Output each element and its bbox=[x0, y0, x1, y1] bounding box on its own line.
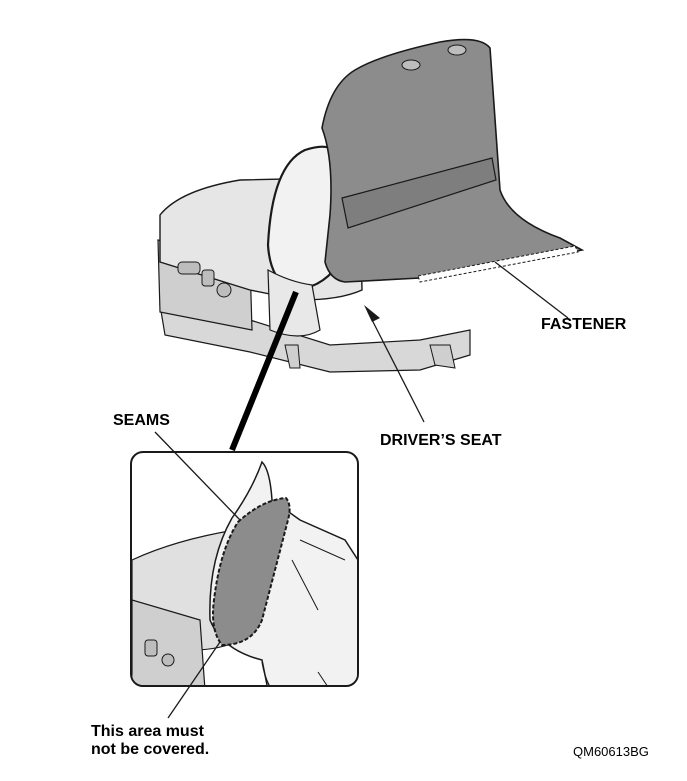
detail-side-panel bbox=[132, 599, 206, 685]
detail-back-line-2 bbox=[299, 539, 346, 561]
note-line-1: This area must bbox=[91, 723, 204, 740]
fastener-label: FASTENER bbox=[541, 316, 627, 333]
driver-seat bbox=[157, 145, 471, 373]
seat-switch-knob bbox=[216, 282, 232, 298]
note-leader-line bbox=[167, 641, 221, 719]
detail-switch-knob bbox=[161, 653, 175, 667]
seams-uncovered-area bbox=[212, 496, 291, 647]
fastener-leader-line bbox=[494, 261, 569, 319]
drivers-seat-arrow bbox=[364, 305, 380, 322]
detail-switch-1 bbox=[144, 639, 158, 657]
seams-label: SEAMS bbox=[113, 412, 170, 429]
drivers-seat-label: DRIVER’S SEAT bbox=[380, 432, 502, 449]
detail-lower-right bbox=[317, 671, 331, 685]
seat-foot-rear bbox=[429, 344, 456, 369]
seat-foot-front bbox=[284, 344, 301, 369]
seat-cover-body bbox=[321, 38, 585, 283]
drivers-seat-leader-line bbox=[367, 311, 425, 423]
callout-connector bbox=[229, 290, 299, 452]
detail-inset bbox=[130, 451, 359, 687]
note-line-2: not be covered. bbox=[91, 741, 210, 758]
headrest-hole-right bbox=[447, 44, 467, 56]
seat-cover-pocket bbox=[341, 157, 497, 229]
detail-back-line bbox=[291, 559, 319, 611]
seams-leader-line bbox=[154, 431, 241, 521]
figure-code: QM60613BG bbox=[573, 744, 649, 759]
detail-bottom-edge bbox=[261, 661, 273, 685]
headrest-hole-left bbox=[401, 59, 421, 71]
seat-cover bbox=[321, 38, 585, 283]
seat-switch-1 bbox=[177, 261, 201, 275]
seat-switch-2 bbox=[201, 269, 215, 287]
